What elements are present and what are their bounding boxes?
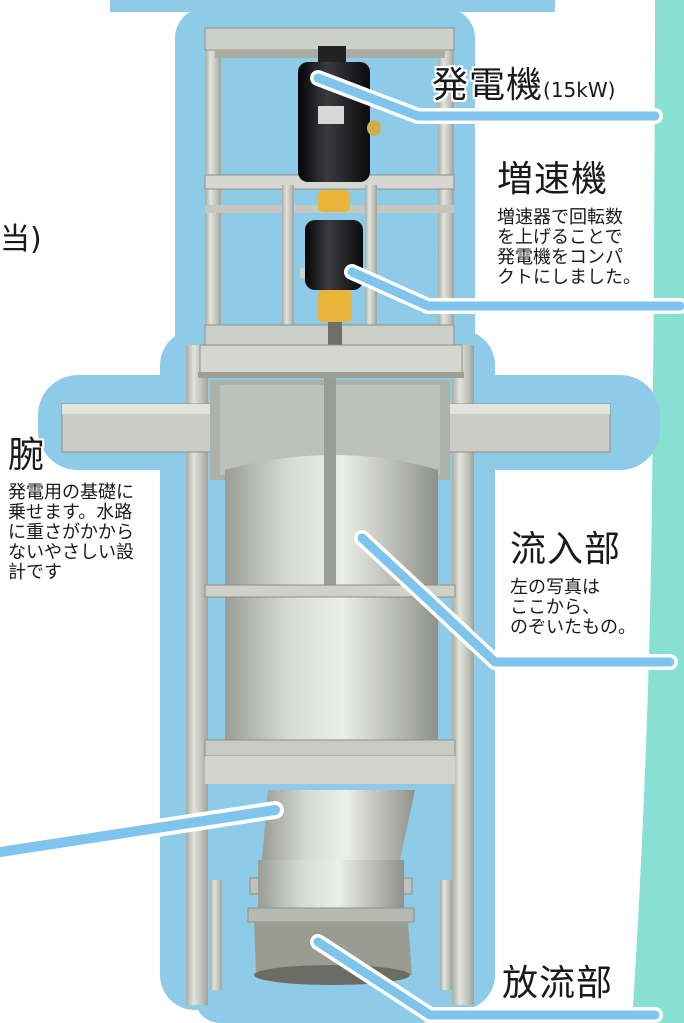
inflow-description: 左の写真は ここから、 のぞいたもの。 [510,577,636,638]
outflow-title: 放流部 [502,963,614,1004]
arm-title: 腕 [8,435,46,476]
left-cut-text: 当) [0,222,42,257]
generator-spec: (15kW) [543,78,616,102]
inflow-box [198,344,464,784]
arm-description: 発電用の基礎に 乗せます。水路 に重さがかから ないやさしい設 計です [8,482,134,583]
gearbox-description: 増速器で回転数 を上げることで 発電機をコンパ クトにしました。 [497,207,641,288]
gearbox-title: 増速機 [497,159,609,200]
right-teal-band [632,0,684,1023]
support-arms [61,403,611,453]
pointer-lines [0,70,684,1023]
inflow-title: 流入部 [510,529,622,570]
generator-title: 発電機 [432,65,544,106]
generator-label: 発電機(15kW) [432,66,615,106]
